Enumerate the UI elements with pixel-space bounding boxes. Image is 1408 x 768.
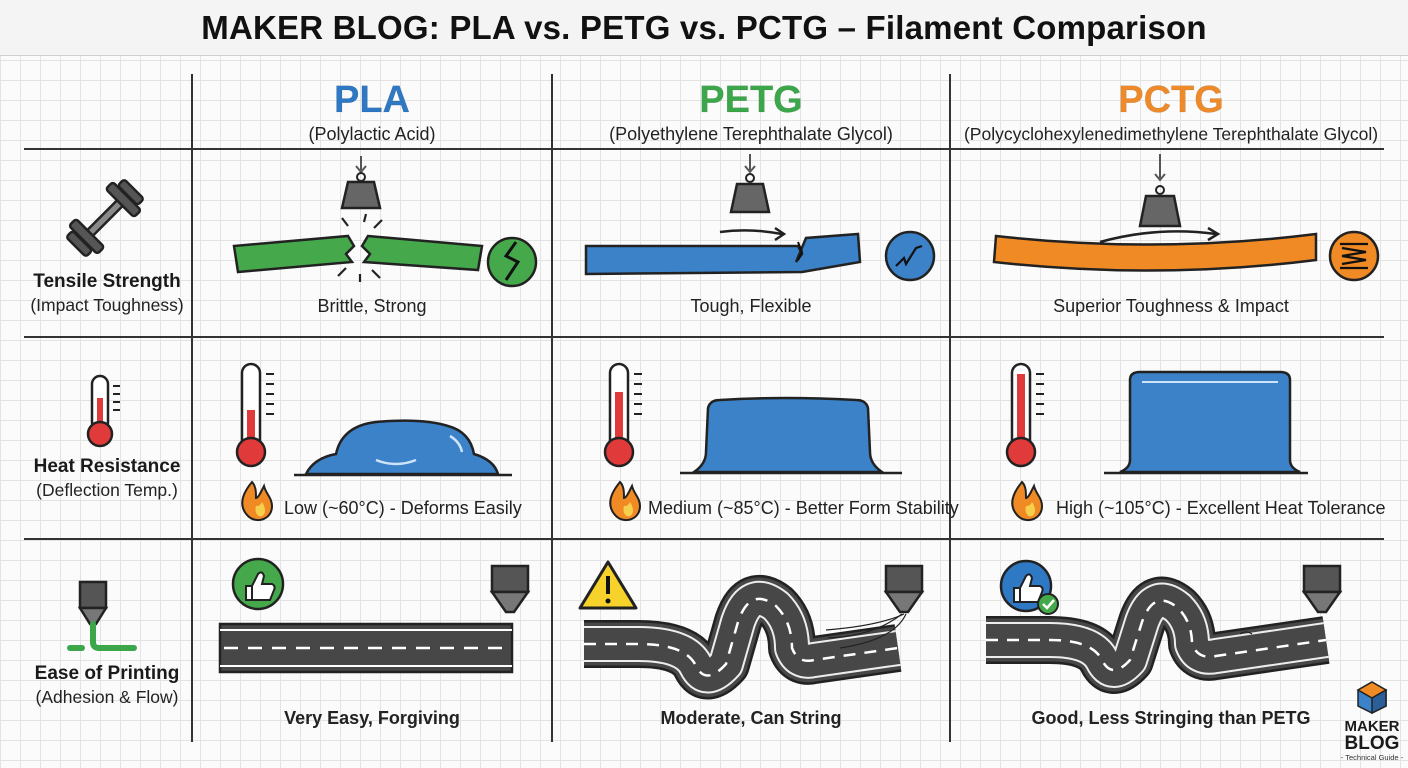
- nozzle-icon: [67, 580, 137, 651]
- row-label-sub: (Impact Toughness): [30, 295, 184, 315]
- logo-line2: BLOG: [1344, 733, 1400, 754]
- nozzle-icon: [884, 564, 924, 594]
- column-name: PLA: [334, 79, 411, 122]
- cell-caption: Very Easy, Forgiving: [284, 708, 460, 728]
- nozzle-icon: [1302, 564, 1342, 594]
- cell-caption: Moderate, Can String: [660, 708, 842, 728]
- pctg-printing-illustration: [986, 559, 1343, 694]
- pla-heat-illustration: [235, 362, 512, 522]
- row-label-heat: Heat Resistance (Deflection Temp.): [24, 455, 190, 501]
- page-title: MAKER BLOG: PLA vs. PETG vs. PCTG – Fila…: [201, 8, 1207, 46]
- grid-line-header: [24, 148, 1384, 150]
- row-label-main: Heat Resistance: [33, 456, 181, 477]
- nozzle-icon: [490, 564, 530, 594]
- title-bar: MAKER BLOG: PLA vs. PETG vs. PCTG – Fila…: [0, 0, 1408, 56]
- column-header-pctg: PCTG (Polycyclohexylenedimethylene Terep…: [951, 78, 1391, 146]
- column-name: PCTG: [1118, 79, 1224, 122]
- thermometer-icon: [86, 374, 120, 448]
- column-fullname: (Polylactic Acid): [308, 124, 436, 144]
- pctg-tensile-illustration: [992, 154, 1380, 282]
- dumbbell-icon: [66, 179, 144, 257]
- spring-icon: [1328, 230, 1380, 282]
- grid-line-col1: [551, 74, 553, 742]
- cell-caption: Medium (~85°C) - Better Form Stability: [648, 498, 959, 518]
- pla-tensile-illustration: [232, 156, 538, 288]
- print-road: [218, 622, 514, 674]
- petg-heat-illustration: [603, 362, 902, 522]
- row-label-sub: (Deflection Temp.): [36, 480, 178, 500]
- row-label-sub: (Adhesion & Flow): [35, 687, 179, 707]
- column-header-pla: PLA (Polylactic Acid): [193, 78, 551, 146]
- weight-icon: [340, 180, 382, 210]
- cell-caption: Superior Toughness & Impact: [1053, 296, 1289, 316]
- weight-icon: [1138, 194, 1182, 228]
- cube-logo-icon: [1356, 681, 1388, 715]
- grid-line-row2: [24, 538, 1384, 540]
- cell-caption: High (~105°C) - Excellent Heat Tolerance: [1056, 498, 1386, 518]
- grid-line-row1: [24, 336, 1384, 338]
- logo-line3: - Technical Guide -: [1340, 753, 1404, 762]
- column-fullname: (Polyethylene Terephthalate Glycol): [609, 124, 893, 144]
- column-name: PETG: [699, 79, 803, 122]
- logo-line1: MAKER: [1344, 718, 1400, 735]
- crack-icon: [486, 236, 538, 288]
- grid-line-col2: [949, 74, 951, 742]
- row-label-main: Tensile Strength: [33, 271, 181, 292]
- row-label-printing: Ease of Printing (Adhesion & Flow): [24, 662, 190, 708]
- grid-line-col0: [191, 74, 193, 742]
- row-label-main: Ease of Printing: [34, 663, 180, 684]
- cell-caption: Brittle, Strong: [317, 296, 427, 316]
- row-label-tensile: Tensile Strength (Impact Toughness): [24, 270, 190, 316]
- column-header-petg: PETG (Polyethylene Terephthalate Glycol): [553, 78, 949, 146]
- petg-printing-illustration: [578, 560, 925, 700]
- pla-printing-illustration: [218, 557, 531, 674]
- maker-blog-logo: MAKER BLOG - Technical Guide -: [1338, 680, 1406, 762]
- petg-tensile-illustration: [584, 154, 936, 282]
- cell-caption: Good, Less Stringing than PETG: [1031, 708, 1311, 728]
- cell-caption: Tough, Flexible: [690, 296, 812, 316]
- pctg-heat-illustration: [1005, 362, 1308, 522]
- weight-icon: [729, 182, 771, 214]
- column-fullname: (Polycyclohexylenedimethylene Terephthal…: [963, 124, 1379, 144]
- cell-caption: Low (~60°C) - Deforms Easily: [284, 498, 522, 518]
